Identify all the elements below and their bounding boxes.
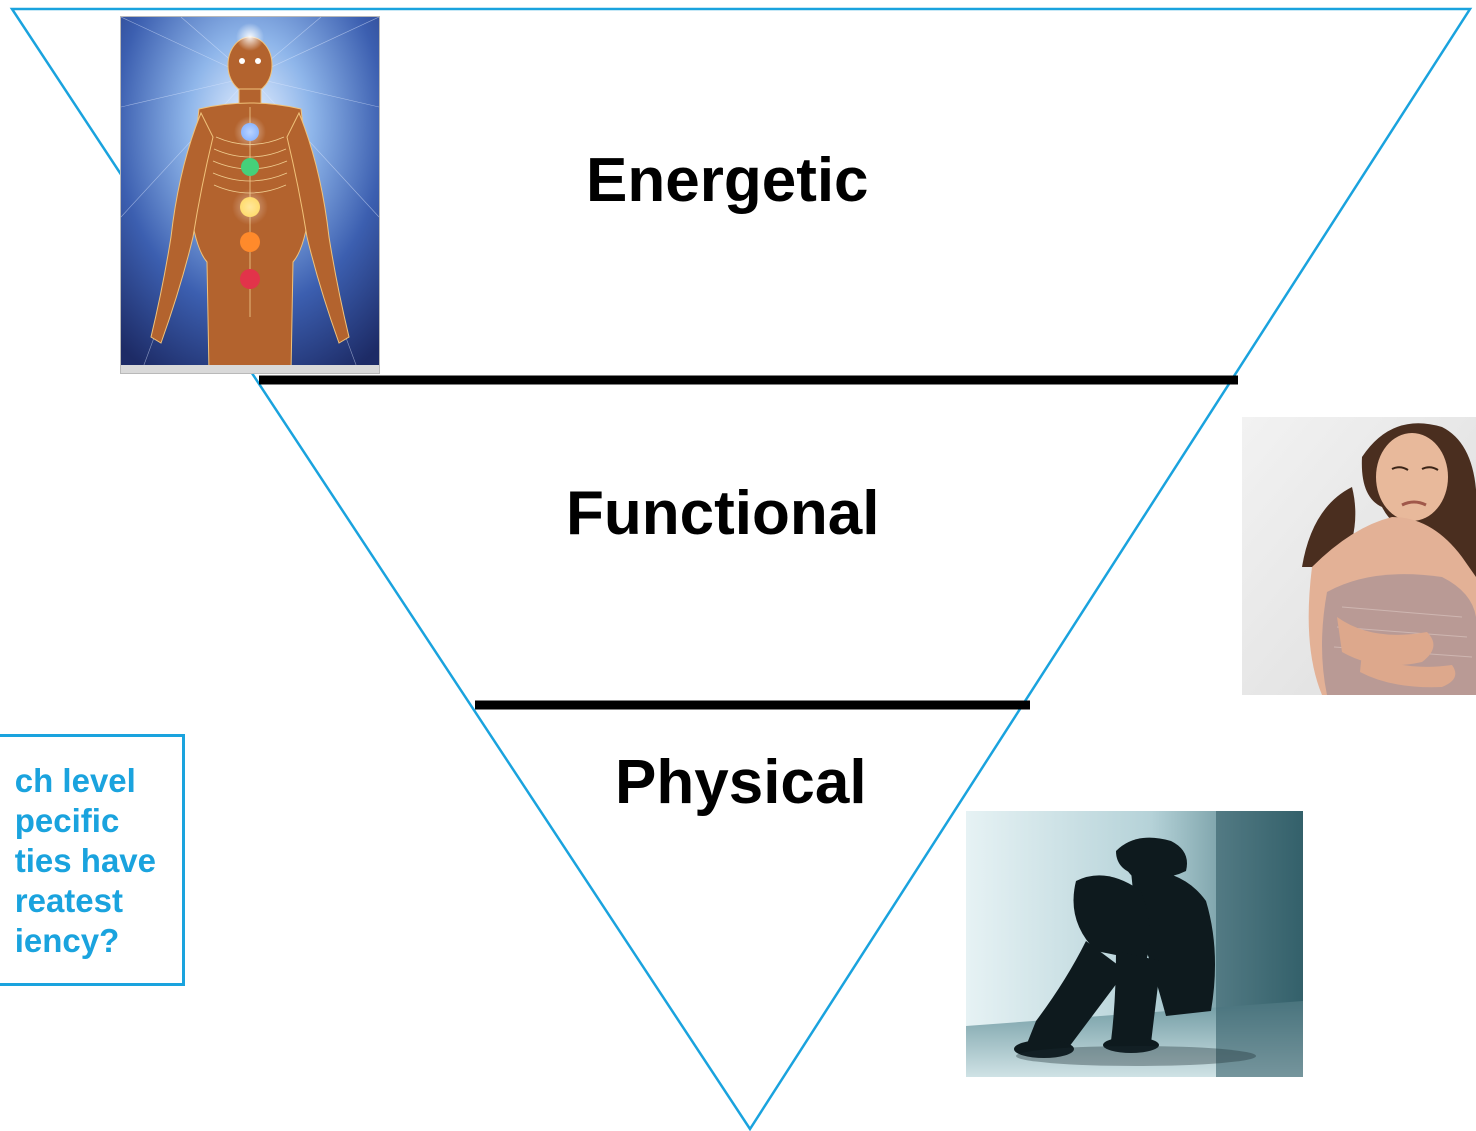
sitting-man-photo [966,811,1303,1077]
question-text: ch level pecific ties have reatest iency… [14,762,156,959]
energy-body-illustration [120,16,380,374]
inverted-triangle [9,7,1473,1131]
level-label-functional: Functional [566,479,880,548]
level-label-energetic: Energetic [586,146,869,215]
question-callout: ch level pecific ties have reatest iency… [0,734,185,986]
level-label-physical: Physical [615,748,867,817]
woman-stomach-pain-photo [1242,417,1476,695]
